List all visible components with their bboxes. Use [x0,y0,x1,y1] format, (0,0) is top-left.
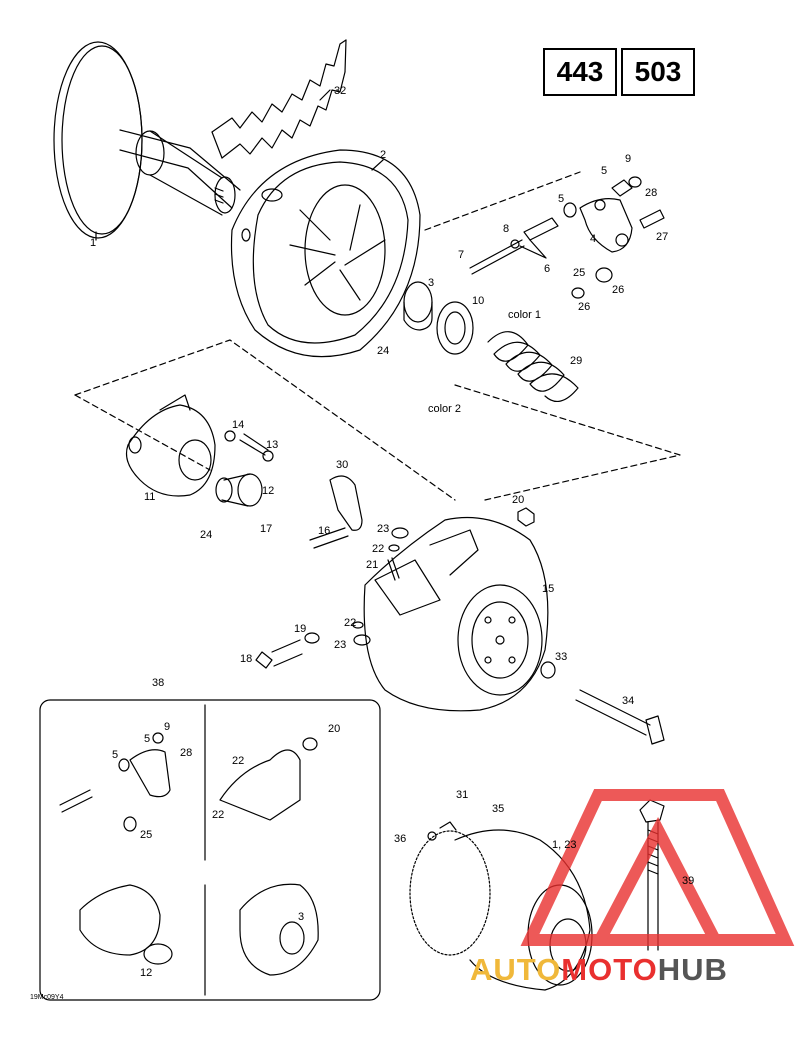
watermark-part: HUB [657,952,728,987]
callout-label: 33 [555,651,567,663]
callout-label: 1 [90,237,96,249]
callout-label: 24 [377,345,389,357]
callout-label: 5 [112,749,118,761]
callout-label: 22 [232,755,244,767]
callout-label: color 2 [428,403,461,415]
callout-label: 26 [578,301,590,313]
callout-label: 8 [503,223,509,235]
fixed-sheave-part [53,41,241,239]
drawing-reference: 19Mc09Y4 [30,994,64,1001]
inset-panel-38 [39,699,381,1001]
callout-label: color 1 [508,309,541,321]
callout-label: 36 [394,833,406,845]
callout-label: 3 [428,277,434,289]
callout-label: 39 [682,875,694,887]
callout-label: 5 [144,733,150,745]
lever-assembly-part [469,176,665,299]
callout-label: 34 [622,695,634,707]
watermark-logo-icon [520,789,795,946]
bushing-12-part [215,473,263,507]
callout-label: 20 [512,494,524,506]
callout-label: 3 [298,911,304,923]
seal-ring-part [436,301,474,355]
callout-label: 20 [328,723,340,735]
callout-label: 12 [140,967,152,979]
callout-label: 24 [200,529,212,541]
callout-label: 15 [542,583,554,595]
model-code-box: 443 [543,48,617,96]
callout-label: 4 [590,233,596,245]
bushing-part [403,281,433,331]
callout-label: 10 [472,295,484,307]
callout-label: 7 [458,249,464,261]
callout-label: 31 [456,789,468,801]
callout-labels: 1 32 2 9 5 28 5 8 4 27 7 6 25 26 26 3 10… [90,85,694,979]
watermark-part: MOTO [561,952,658,987]
watermark-part: AUTO [470,952,562,987]
callout-label: 38 [152,677,164,689]
cam-housing-part [125,394,216,497]
callout-label: 26 [612,284,624,296]
spring-part [487,331,579,403]
callout-label: 21 [366,559,378,571]
callout-label: 1, 23 [552,839,576,851]
spider-cover-part [363,516,549,712]
callout-label: 22 [212,809,224,821]
callout-label: 28 [645,187,657,199]
screw-13-part [224,430,274,462]
callout-label: 5 [601,165,607,177]
callout-label: 22 [344,617,356,629]
callout-label: 16 [318,525,330,537]
callout-label: 6 [544,263,550,275]
callout-label: 35 [492,803,504,815]
watermark-text: AUTOMOTOHUB [470,952,728,988]
callout-label: 14 [232,419,244,431]
callout-label: 11 [144,491,155,503]
arm-30-part [309,475,363,549]
callout-label: 5 [558,193,564,205]
callout-label: 28 [180,747,192,759]
callout-label: 9 [625,153,631,165]
bolt-18-part [255,632,320,669]
callout-label: 23 [377,523,389,535]
callout-label: 2 [380,149,386,161]
roller-assembly-part [352,527,409,646]
callout-label: 32 [334,85,346,97]
callout-label: 27 [656,231,668,243]
callout-label: 19 [294,623,306,635]
callout-label: 30 [336,459,348,471]
callout-label: 25 [140,829,152,841]
callout-label: 25 [573,267,585,279]
callout-label: 22 [372,543,384,555]
callout-label: 29 [570,355,582,367]
movable-sheave-part [230,149,421,358]
callout-label: 17 [260,523,272,535]
model-code-box: 503 [621,48,695,96]
callout-label: 23 [334,639,346,651]
callout-label: 13 [266,439,278,451]
callout-label: 12 [262,485,274,497]
nut-20-part [517,507,535,527]
callout-label: 18 [240,653,252,665]
bolt-34-part [540,661,665,745]
drive-belt-part [211,39,347,159]
callout-label: 9 [164,721,170,733]
